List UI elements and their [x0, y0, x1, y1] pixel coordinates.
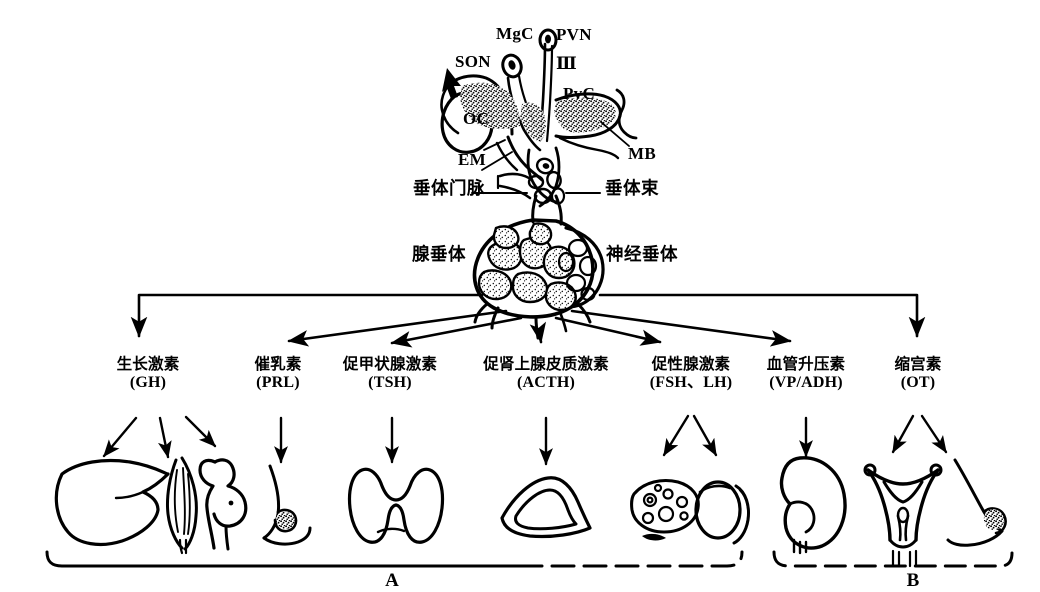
hormone-label-gh: 生长激素 (GH) [116, 355, 180, 392]
organ-testis [694, 480, 750, 545]
hormone-name-tsh: 促甲状腺激素 [342, 355, 438, 373]
organ-thyroid-gland [347, 467, 445, 544]
hormone-name-fsh-lh: 促性腺激素 [651, 355, 731, 373]
hormone-abbr-tsh: (TSH) [368, 374, 412, 392]
hormone-target-arrows [102, 414, 948, 466]
hormone-label-fsh-lh: 促性腺激素 (FSH、LH) [649, 355, 733, 392]
label-hypophyseal-portal-vein: 垂体门脉 [413, 179, 485, 199]
hormone-label-ot: 缩宫素 (OT) [894, 355, 942, 392]
hormone-abbr-gh: (GH) [129, 374, 167, 392]
hypothalamus-illustration [440, 28, 638, 208]
hormone-label-vp-adh: 血管升压素 (VP/ADH) [766, 355, 846, 392]
organ-bone [198, 458, 248, 551]
hormone-abbr-prl: (PRL) [256, 374, 300, 392]
label-third-ventricle: Ⅲ [556, 54, 578, 73]
label-mgc: MgC [496, 24, 534, 43]
pituitary-illustration [471, 192, 605, 340]
organ-skeletal-muscle [166, 456, 198, 555]
organ-kidney [779, 456, 847, 555]
hormone-label-acth: 促肾上腺皮质激素 (ACTH) [483, 355, 609, 392]
label-hypophyseal-tract: 垂体束 [605, 179, 659, 199]
organ-liver [54, 458, 170, 546]
hormone-name-prl: 催乳素 [254, 355, 302, 373]
organ-breast-ot [946, 458, 1007, 547]
label-adenohypophysis: 腺垂体 [412, 245, 466, 265]
hormone-abbr-ot: (OT) [900, 374, 936, 392]
hormone-abbr-acth: (ACTH) [516, 374, 576, 392]
hormone-name-acth: 促肾上腺皮质激素 [483, 355, 609, 373]
hormone-name-ot: 缩宫素 [894, 355, 942, 373]
hormone-name-vp-adh: 血管升压素 [766, 355, 846, 373]
group-label-b: B [906, 570, 920, 591]
label-oc: OC [463, 109, 490, 128]
hormone-distribution-arrows [130, 293, 926, 348]
label-neurohypophysis: 神经垂体 [606, 245, 678, 265]
label-pvc: PvC [563, 84, 596, 103]
hormone-label-tsh: 促甲状腺激素 (TSH) [342, 355, 438, 392]
group-brackets [45, 550, 1014, 568]
label-mb: MB [628, 144, 656, 163]
organ-uterus [863, 463, 943, 568]
hormone-name-gh: 生长激素 [116, 355, 180, 373]
label-pvn: PVN [556, 25, 592, 44]
organ-breast-prl [262, 464, 312, 546]
hormone-abbr-fsh-lh: (FSH、LH) [649, 374, 733, 392]
label-son: SON [455, 52, 491, 71]
group-label-a: A [385, 570, 399, 591]
organ-ovary [630, 479, 700, 541]
organ-adrenal-gland [500, 476, 592, 539]
label-em: EM [458, 150, 486, 169]
hormone-abbr-vp-adh: (VP/ADH) [769, 374, 843, 392]
hormone-label-prl: 催乳素 (PRL) [254, 355, 302, 392]
